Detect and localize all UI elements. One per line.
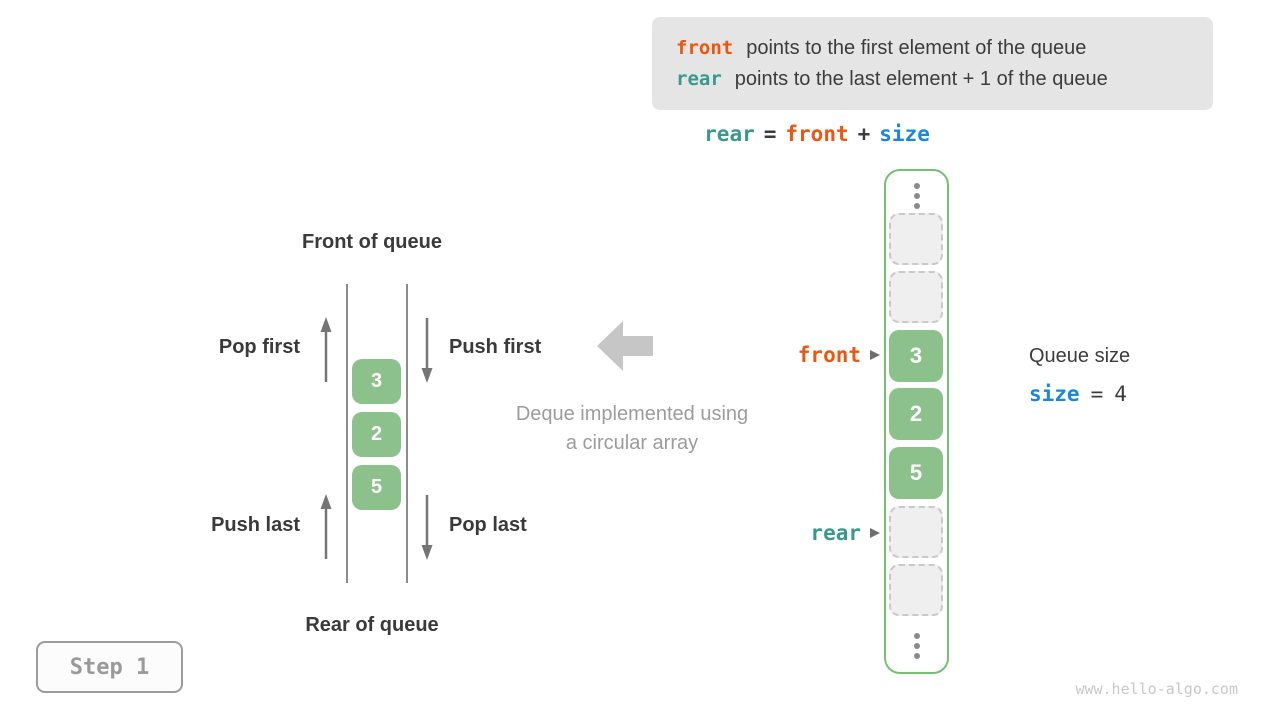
- rear-pointer-label: rear: [810, 521, 861, 545]
- caption-line2: a circular array: [565, 432, 699, 454]
- front-pointer: front: [700, 343, 880, 367]
- front-pointer-arrow-icon: [870, 350, 880, 360]
- array-cell-empty-2: [889, 506, 943, 558]
- push-first-label: Push first: [449, 336, 542, 358]
- legend-line-rear: rear points to the last element + 1 of t…: [676, 68, 1213, 91]
- pop-last-down-arrow-icon: [421, 495, 433, 560]
- deque-cell-3: 3: [352, 359, 401, 404]
- left-block-arrow-icon: [597, 321, 653, 371]
- array-cell-empty-1: [889, 271, 943, 323]
- formula-size: size: [879, 122, 930, 146]
- formula-plus: +: [857, 122, 871, 146]
- deque-right-wall: [406, 284, 408, 583]
- legend-box: front points to the first element of the…: [652, 17, 1213, 110]
- pop-first-up-arrow-icon: [320, 317, 332, 382]
- watermark: www.hello-algo.com: [1075, 680, 1238, 698]
- front-pointer-label: front: [797, 343, 861, 367]
- legend-line-front: front points to the first element of the…: [676, 37, 1213, 60]
- deque-cell-2: 2: [352, 412, 401, 457]
- caption: Deque implemented using a circular array: [492, 400, 772, 458]
- size-value: 4: [1114, 382, 1127, 406]
- push-last-label: Push last: [211, 514, 300, 536]
- rear-of-queue-label: Rear of queue: [305, 614, 439, 636]
- pop-last-label: Pop last: [449, 514, 527, 536]
- queue-size-equation: size = 4: [1029, 382, 1127, 406]
- array-cell-empty-0: [889, 213, 943, 265]
- step-label: Step 1: [69, 654, 150, 680]
- rear-pointer: rear: [700, 521, 880, 545]
- front-keyword: front: [676, 37, 734, 59]
- size-keyword: size: [1029, 382, 1080, 406]
- array-cell-3: 3: [889, 330, 943, 382]
- legend-text-rear: points to the last element + 1 of the qu…: [734, 67, 1108, 90]
- formula-front: front: [785, 122, 849, 146]
- rear-pointer-arrow-icon: [870, 528, 880, 538]
- formula-rear: rear: [704, 122, 755, 146]
- array-cell-5: 5: [889, 447, 943, 499]
- array-cell-2: 2: [889, 388, 943, 440]
- push-first-down-arrow-icon: [421, 318, 433, 383]
- formula-equals: =: [763, 122, 777, 146]
- rear-keyword: rear: [676, 68, 722, 90]
- push-last-up-arrow-icon: [320, 494, 332, 559]
- caption-line1: Deque implemented using: [515, 403, 749, 425]
- legend-text-front: points to the first element of the queue: [746, 36, 1087, 59]
- size-equals: =: [1090, 382, 1104, 406]
- queue-size-label: Queue size: [1029, 345, 1131, 367]
- pop-first-label: Pop first: [218, 336, 300, 358]
- front-of-queue-label: Front of queue: [302, 231, 442, 253]
- deque-left-wall: [346, 284, 348, 583]
- deque-cell-5: 5: [352, 465, 401, 510]
- formula: rear = front + size: [652, 122, 982, 146]
- array-cell-empty-3: [889, 564, 943, 616]
- ellipsis-bottom-icon: [913, 633, 920, 659]
- circular-array: 3 2 5: [884, 169, 949, 674]
- step-badge: Step 1: [36, 641, 183, 693]
- ellipsis-top-icon: [913, 183, 920, 209]
